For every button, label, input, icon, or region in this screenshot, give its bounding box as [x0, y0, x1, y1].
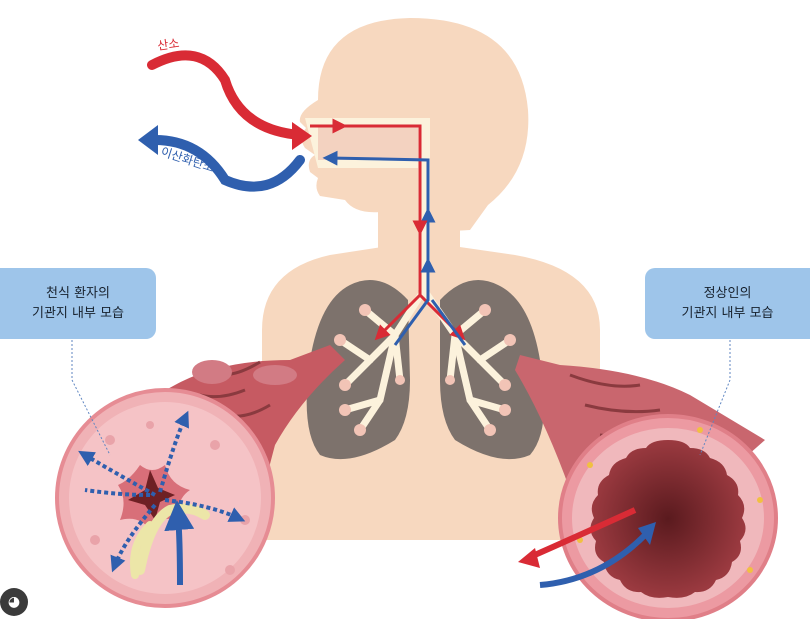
normal-label-line1: 정상인의: [703, 285, 752, 301]
normal-label: 정상인의 기관지 내부 모습: [645, 268, 810, 339]
asthma-label: 천식 환자의 기관지 내부 모습: [0, 268, 156, 339]
airflow-lines: [310, 118, 467, 346]
oxygen-label: 산소: [156, 36, 180, 53]
asthma-label-line2: 기관지 내부 모습: [32, 305, 124, 321]
asthma-label-line1: 천식 환자의: [46, 285, 110, 301]
lens-icon[interactable]: ◕: [0, 588, 28, 616]
normal-label-line2: 기관지 내부 모습: [681, 305, 774, 321]
oxygen-arrow: [147, 50, 312, 150]
human-body: [262, 18, 600, 540]
lungs: [306, 280, 545, 460]
normal-bronchus: [515, 355, 778, 619]
co2-arrow: [138, 125, 305, 192]
asthma-bronchus: [55, 345, 345, 608]
